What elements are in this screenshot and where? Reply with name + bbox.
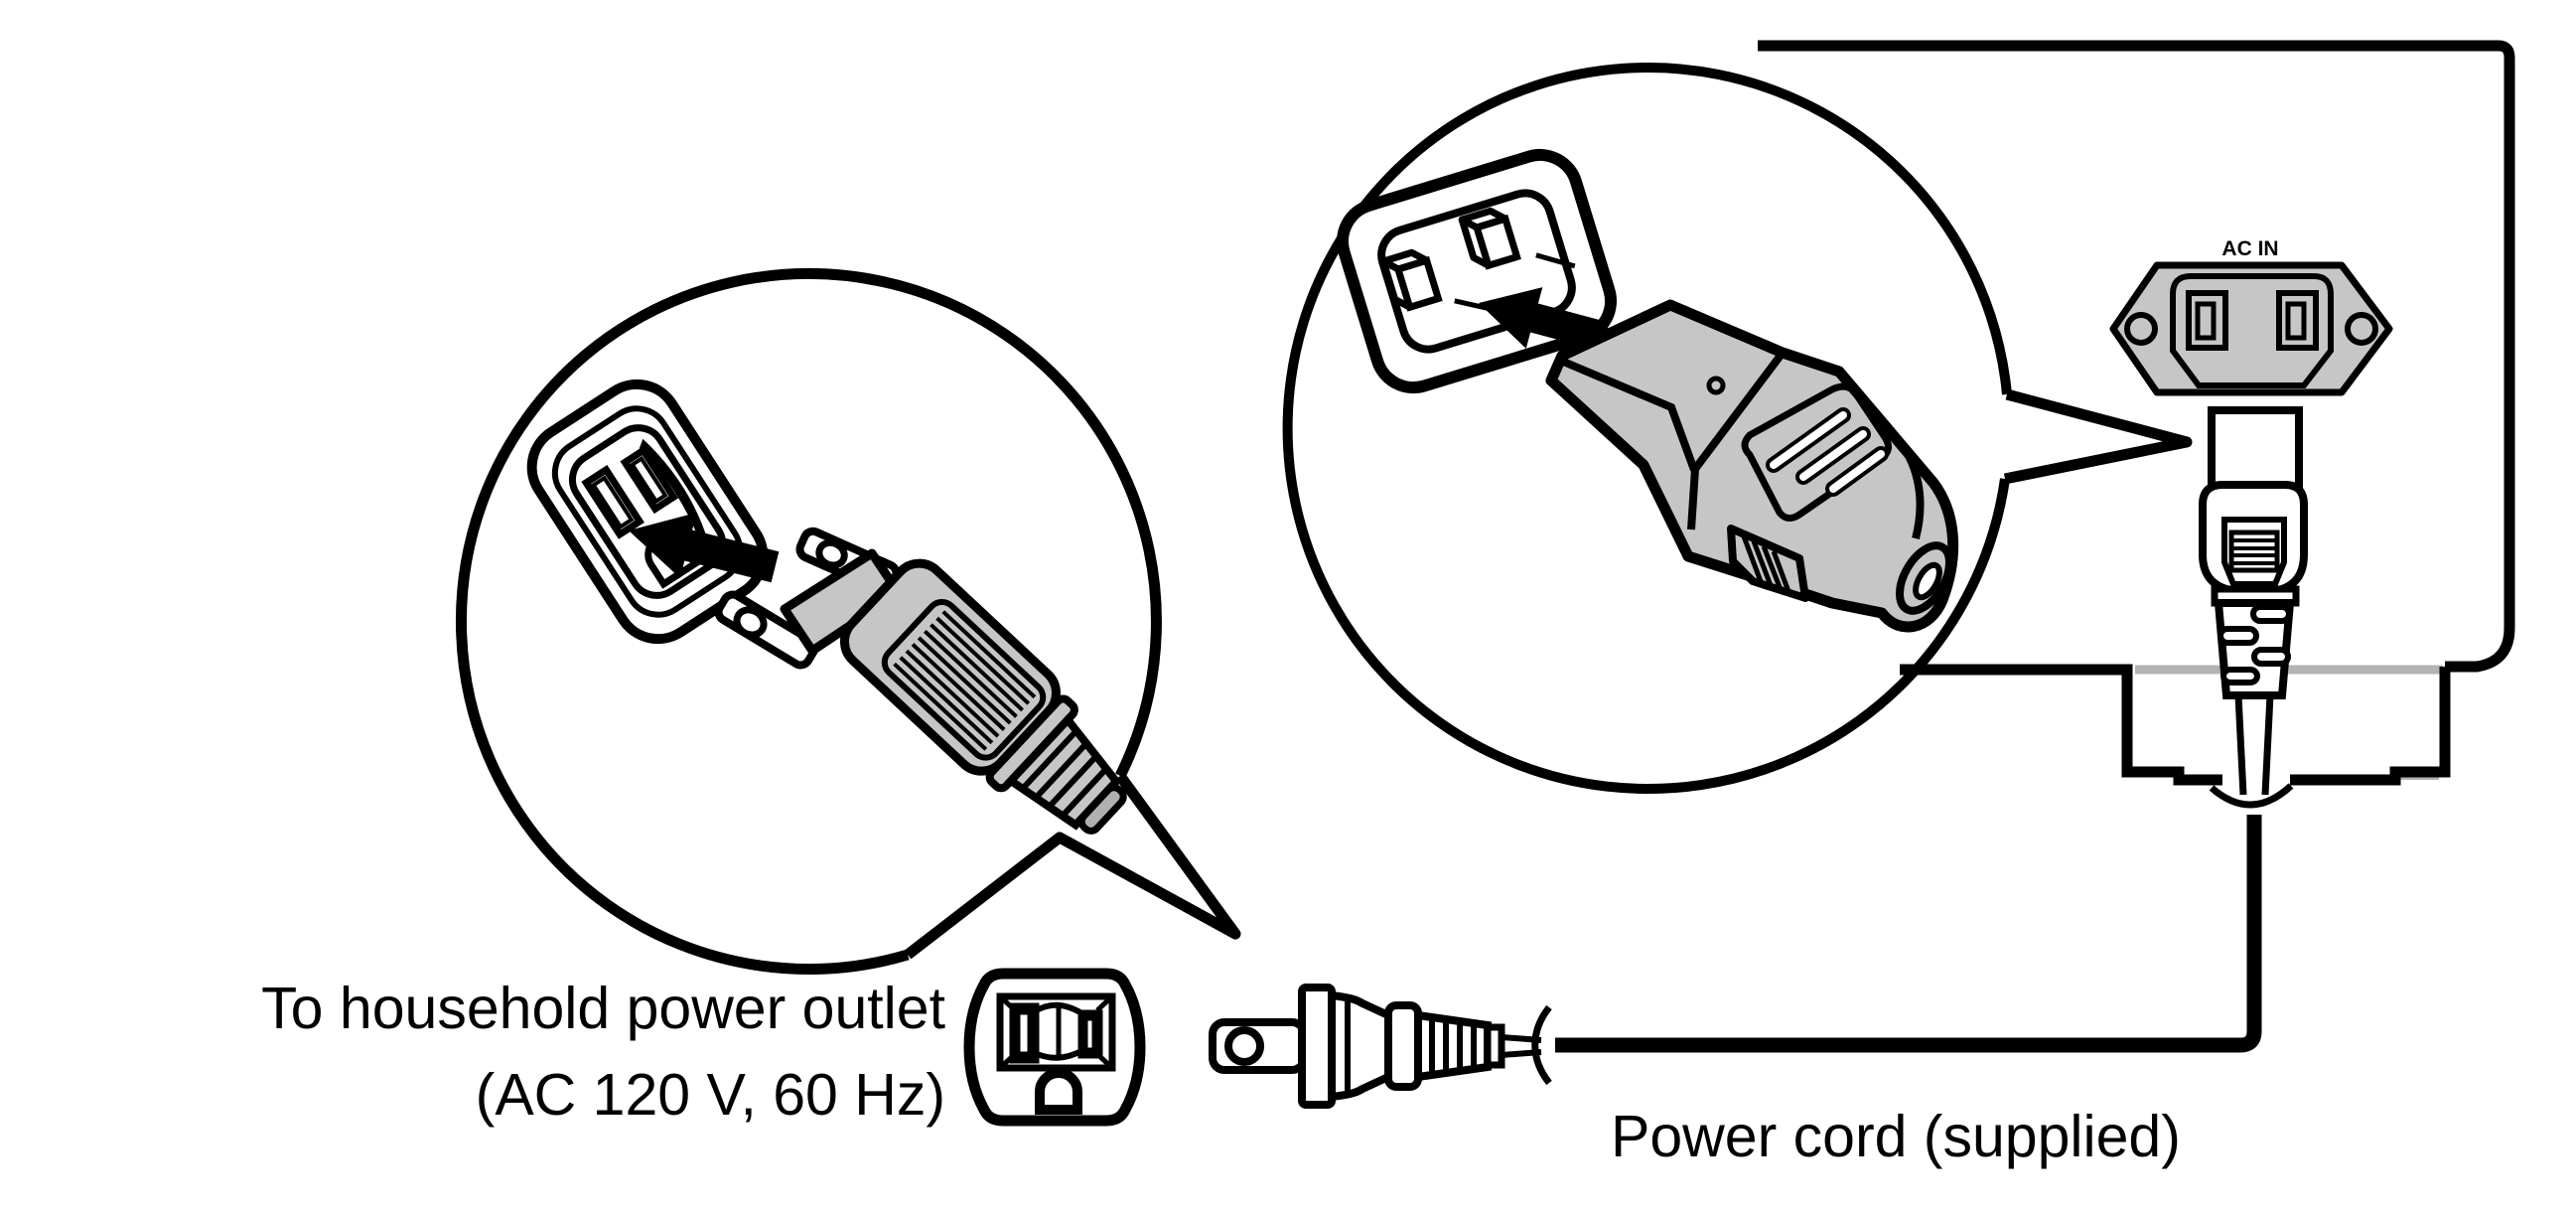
- power-plug-side-view: [1209, 984, 1552, 1109]
- side-plug-faceplate: [1298, 984, 1336, 1109]
- panel-outline: [1758, 40, 2515, 673]
- outlet-slot-left-inner: [590, 475, 635, 530]
- plug-grip-ribs: [893, 610, 1037, 751]
- device-inlet-callout: [1282, 63, 2193, 795]
- side-plug-collar: [1384, 1001, 1422, 1091]
- outlet-slot-right-inner: [629, 455, 668, 505]
- c13-front-ridge: [1559, 357, 1698, 472]
- ac-inlet-screw-hole-left: [2124, 312, 2158, 346]
- callout-bubble-right: [1282, 63, 2012, 795]
- inserted-plug-top: [2208, 406, 2303, 491]
- inserted-plug-grip-ribs: [2231, 538, 2277, 565]
- plug-sleeve-ribs: [1021, 729, 1108, 818]
- inlet-prong-left-front: [1393, 255, 1443, 312]
- power-cord-line: [1555, 815, 2262, 1053]
- side-plug-body: [1328, 990, 1392, 1102]
- sleeve-notch-3: [2251, 647, 2291, 667]
- plug-body-group: [839, 558, 1127, 835]
- c13-boot-seam: [1892, 434, 1925, 540]
- c13-shoulder-seam: [1687, 350, 1787, 531]
- power-cord-caption: Power cord (supplied): [1611, 1104, 2181, 1169]
- callout-bubble-left: [455, 267, 1162, 975]
- side-plug-blade-hole: [1224, 1026, 1264, 1066]
- insertion-arrow-right-icon: [1479, 287, 1610, 352]
- outlet-face-icon: [963, 968, 1146, 1127]
- side-plug-tip: [1484, 1023, 1505, 1069]
- plug-blade-lower-hole: [733, 606, 768, 639]
- callout-tail-left: [904, 772, 1241, 960]
- ac-inlet-screw-hole-right: [2345, 312, 2378, 346]
- insertion-arrow-right: [1479, 287, 1610, 352]
- outlet-icon-slot-left-inner: [1015, 1009, 1033, 1057]
- c13-plug-illustration: [1545, 299, 1959, 633]
- power-cord: [1555, 815, 2262, 1053]
- inlet-prong-right: [1458, 207, 1521, 270]
- c13-latch-ribs: [1741, 535, 1792, 595]
- outlet-icon-ground-hole: [1035, 1068, 1082, 1115]
- household-outlet-callout: [455, 267, 1241, 975]
- c13-hood-outline: [1741, 382, 1892, 522]
- outlet-caption-line1: To household power outlet: [261, 976, 945, 1041]
- panel-foot-left: [1900, 664, 2222, 786]
- inserted-plug-cable: [2234, 694, 2274, 796]
- c13-dimple: [1706, 376, 1726, 395]
- ac-inlet-front-view: AC IN: [2109, 237, 2393, 396]
- plug-sleeve: [1004, 713, 1122, 831]
- plug-blade-lower: [714, 590, 819, 670]
- sleeve-notch-2: [2218, 626, 2259, 646]
- side-plug-neck: [1414, 1010, 1492, 1082]
- sleeve-notch-1: [2250, 604, 2292, 624]
- insertion-arrow-left: [629, 513, 780, 583]
- side-cable-break-mark: [1531, 1004, 1552, 1086]
- receiver-rear-panel: [1758, 40, 2515, 786]
- inlet-prong-left: [1379, 248, 1443, 312]
- inlet-prong-right-front: [1472, 214, 1521, 270]
- plug-sleeve-tip: [1077, 784, 1127, 835]
- outlet-icon-slot-right-inner: [1082, 1015, 1097, 1053]
- insertion-arrow-left-icon: [629, 513, 780, 583]
- inserted-plug-front-view: [2199, 406, 2308, 809]
- cable-break-mark: [2209, 783, 2294, 809]
- callout-tail-right: [2003, 388, 2193, 485]
- plug-blade-upper-hole: [815, 538, 848, 569]
- side-plug-neck-ribs: [1429, 1018, 1477, 1074]
- ac-inlet-slot-right-pin: [2285, 301, 2307, 341]
- panel-foot-right: [2290, 667, 2451, 786]
- c13-boot-cable-exit: [1913, 561, 1942, 601]
- outlet-caption-line2: (AC 120 V, 60 Hz): [476, 1062, 945, 1128]
- sleeve-notch-4: [2220, 667, 2260, 685]
- outlet-icon-bevels: [998, 994, 1114, 1070]
- c13-hood-slots: [1770, 411, 1885, 493]
- ac-in-label: AC IN: [2221, 237, 2278, 260]
- nema-plug-illustration: [714, 527, 1127, 835]
- ac-inlet-slot-left-pin: [2195, 301, 2217, 341]
